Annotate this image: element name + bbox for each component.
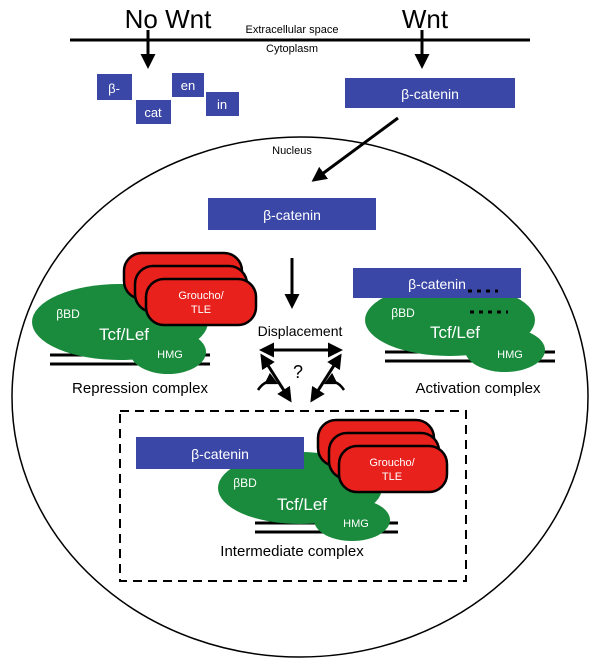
curved-arrow-left	[256, 372, 279, 391]
cytoplasmic-beta-catenin-label: β-catenin	[401, 86, 459, 102]
activation-beta-catenin-box	[353, 268, 521, 298]
bbd-label: βBD	[391, 306, 415, 320]
groucho-tle-front	[144, 277, 258, 327]
intermediate-complex: β-catenin Groucho/ TLE βBD Tcf/Lef HMG I…	[136, 418, 449, 560]
left-diagonal-arrow	[260, 353, 292, 403]
fragment-label: in	[217, 97, 227, 112]
tcf-lef-label: Tcf/Lef	[430, 323, 480, 342]
fragment-label: β-	[108, 81, 120, 96]
repression-complex-label: Repression complex	[72, 380, 208, 397]
question-mark: ?	[293, 362, 303, 382]
bbd-label: βBD	[233, 476, 257, 490]
nuclear-beta-catenin-box	[208, 198, 376, 230]
bbd-label: βBD	[56, 307, 80, 321]
hmg-domain	[314, 499, 390, 541]
cytoplasm-label: Cytoplasm	[266, 43, 318, 55]
right-diagonal-arrow	[310, 353, 342, 403]
intermediate-complex-label: Intermediate complex	[220, 543, 364, 560]
fragment-box	[136, 100, 171, 124]
hmg-label: HMG	[497, 349, 523, 361]
groucho-tle-label-line1: Groucho/	[369, 457, 415, 469]
curved-arrow-right	[323, 372, 346, 391]
hmg-domain	[465, 328, 545, 372]
hmg-domain	[130, 330, 206, 374]
groucho-tle-front	[337, 444, 449, 494]
activation-complex-label: Activation complex	[415, 380, 541, 397]
fragment-box	[97, 74, 132, 100]
intermediate-beta-catenin-label: β-catenin	[191, 446, 249, 462]
tcf-lef-label: Tcf/Lef	[277, 495, 327, 514]
no-wnt-label: No Wnt	[125, 4, 212, 34]
fragment-label: cat	[144, 105, 162, 120]
displacement-label: Displacement	[258, 323, 343, 339]
nuclear-import-arrow	[311, 116, 399, 182]
repression-complex: Groucho/ TLE βBD Tcf/Lef HMG Repression …	[32, 251, 258, 397]
groucho-tle-label-line2: TLE	[191, 304, 211, 316]
nucleus-label: Nucleus	[272, 145, 312, 157]
intermediate-beta-catenin-box	[136, 437, 304, 469]
activation-beta-catenin-label: β-catenin	[408, 276, 466, 292]
fragment-box	[206, 92, 239, 116]
groucho-tle-label-line2: TLE	[382, 471, 402, 483]
fragment-label: en	[181, 78, 195, 93]
hmg-label: HMG	[157, 349, 183, 361]
extracellular-label: Extracellular space	[246, 24, 339, 36]
cytoplasmic-beta-catenin-box	[345, 78, 515, 108]
degraded-beta-catenin: β- cat en in	[97, 73, 239, 124]
nucleus-outline	[11, 136, 589, 658]
binding-dashes	[468, 289, 508, 314]
wnt-label: Wnt	[402, 4, 449, 34]
hmg-label: HMG	[343, 518, 369, 530]
intermediate-complex-box	[119, 410, 467, 582]
fragment-box	[172, 73, 204, 97]
activation-complex: β-catenin βBD Tcf/Lef HMG Activation com…	[353, 268, 555, 397]
nuclear-beta-catenin-label: β-catenin	[263, 207, 321, 223]
groucho-tle-label-line1: Groucho/	[178, 290, 224, 302]
tcf-lef-label: Tcf/Lef	[99, 325, 149, 344]
